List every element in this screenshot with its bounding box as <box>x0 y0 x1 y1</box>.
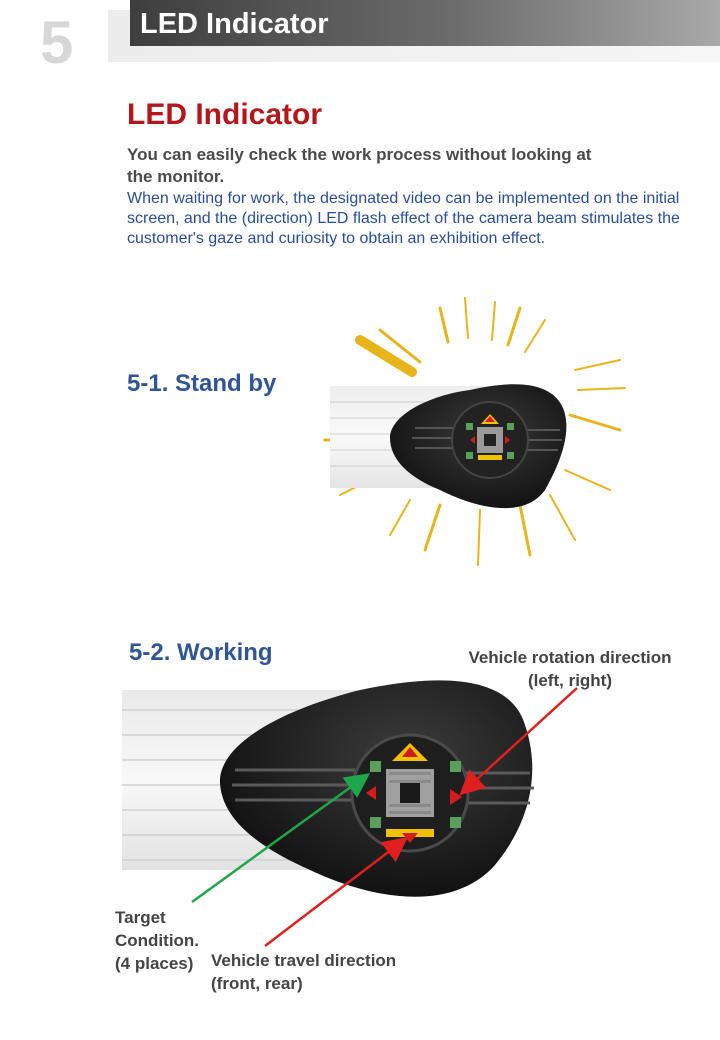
rotation-line-1: Vehicle rotation direction <box>468 648 672 667</box>
working-heading: 5-2. Working <box>129 639 273 666</box>
title-bar <box>130 0 720 46</box>
target-led <box>450 761 461 772</box>
standby-heading: 5-1. Stand by <box>127 370 277 397</box>
target-line-2: Condition. <box>115 931 200 950</box>
lead-line-2: the monitor. <box>127 167 225 186</box>
target-led <box>450 817 461 828</box>
lead-text: You can easily check the work process wi… <box>127 144 667 188</box>
travel-annotation: Vehicle travel direction (front, rear) <box>211 949 396 995</box>
section-number: 5 <box>40 9 74 76</box>
rotation-annotation: Vehicle rotation direction (left, right) <box>450 646 690 692</box>
glow-rays <box>323 297 626 566</box>
target-line-3: (4 places) <box>115 954 194 973</box>
target-annotation: Target Condition. (4 places) <box>115 906 199 975</box>
target-line-1: Target <box>115 908 166 927</box>
title-bar-text: LED Indicator <box>140 8 329 40</box>
left-arrow <box>366 786 376 800</box>
lead-line-1: You can easily check the work process wi… <box>127 145 592 164</box>
right-arrow <box>450 789 462 805</box>
rotation-line-2: (left, right) <box>527 671 613 690</box>
target-led <box>370 817 381 828</box>
travel-line-2: (front, rear) <box>211 974 303 993</box>
working-device-illustration <box>122 680 534 897</box>
travel-line-1: Vehicle travel direction <box>211 951 397 970</box>
body-paragraph: When waiting for work, the designated vi… <box>127 190 680 247</box>
page-heading: LED Indicator <box>127 98 323 131</box>
standby-device-illustration <box>323 297 626 566</box>
target-led <box>370 761 381 772</box>
